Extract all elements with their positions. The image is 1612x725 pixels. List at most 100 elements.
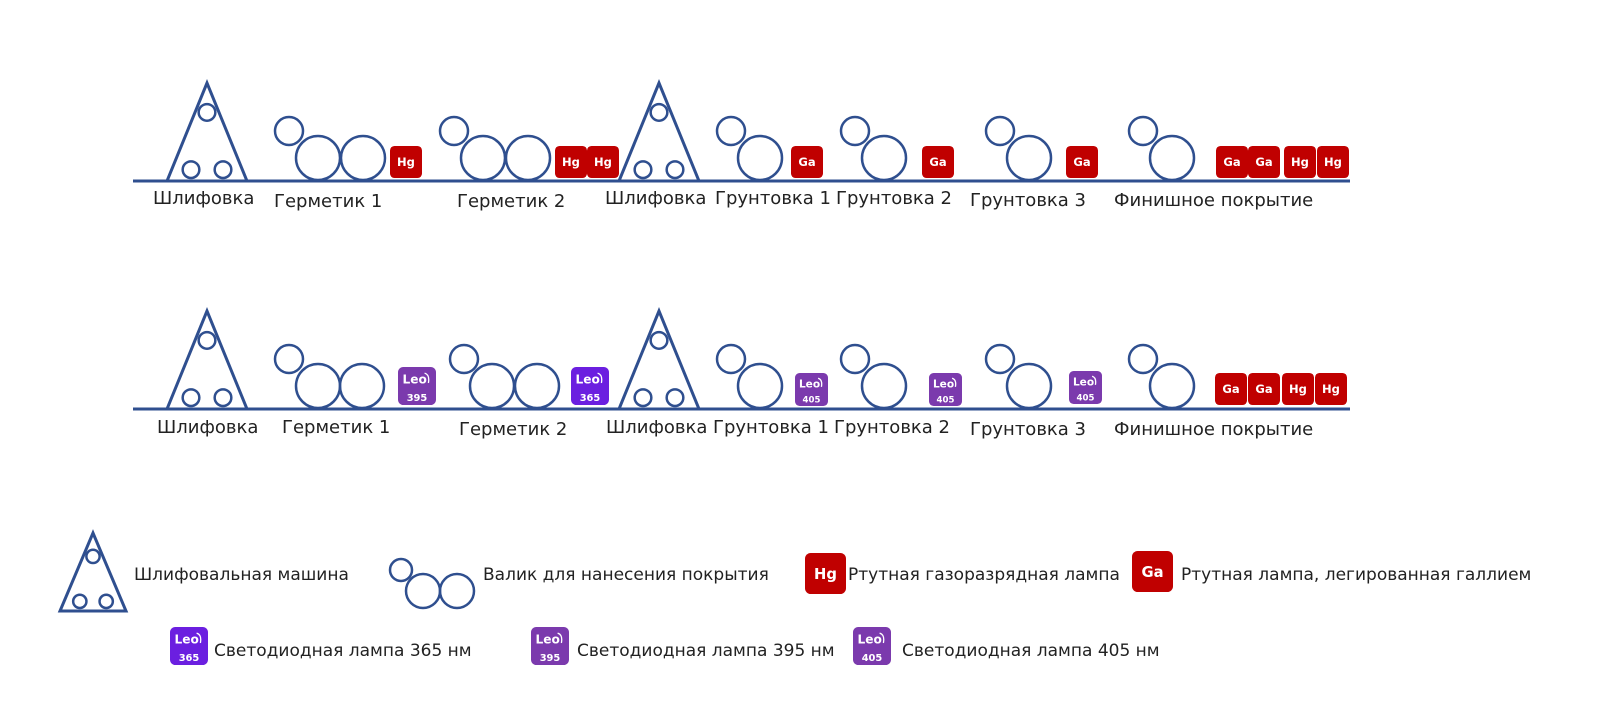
lamp-mark <box>951 377 957 387</box>
lamp-body <box>805 553 846 594</box>
roller-circle <box>468 362 516 410</box>
row1-lamp-ga: Ga <box>1248 146 1280 178</box>
legend-sander-icon <box>57 529 129 613</box>
legend-led365-label: Светодиодная лампа 365 нм <box>214 641 472 661</box>
roller-circle <box>1005 362 1053 410</box>
lamp-mark <box>597 372 603 384</box>
sander-wheel <box>197 330 217 350</box>
roller-circle <box>839 115 871 147</box>
lamp-body <box>1066 146 1098 178</box>
sander-wheel <box>665 160 685 180</box>
lamp-symbol: Ga <box>1223 155 1240 169</box>
lamp-symbol: Hg <box>1291 155 1309 169</box>
row2-label-sanding-1: Шлифовка <box>157 417 259 438</box>
row1-lamp-hg: Hg <box>555 146 587 178</box>
roller-circle <box>404 572 442 610</box>
sander-wheel <box>665 388 685 408</box>
lamp-body <box>791 146 823 178</box>
row1-roller-primer-1 <box>715 115 784 182</box>
roller-circle <box>860 362 908 410</box>
lamp-symbol: Hg <box>594 155 612 169</box>
lamp-wavelength: 405 <box>803 396 821 406</box>
row1-lamp-ga: Ga <box>1066 146 1098 178</box>
row2-label-sealer-2: Герметик 2 <box>459 419 568 440</box>
lamp-body <box>1284 146 1316 178</box>
roller-circle <box>839 343 871 375</box>
lamp-body <box>1069 371 1102 404</box>
lamp-brand: Leo <box>858 633 882 647</box>
roller-circle <box>513 362 561 410</box>
lamp-body <box>555 146 587 178</box>
row2-roller-topcoat <box>1127 343 1196 410</box>
row1-label-primer-1: Грунтовка 1 <box>715 188 832 209</box>
roller-circle <box>715 343 747 375</box>
lamp-symbol: Hg <box>1324 155 1342 169</box>
lamp-wavelength: 365 <box>580 393 601 404</box>
lamp-symbol: Hg <box>1322 382 1340 396</box>
row2-label-primer-3: Грунтовка 3 <box>970 419 1087 440</box>
roller-circle <box>1127 115 1159 147</box>
roller-circle <box>984 343 1016 375</box>
roller-circle <box>339 134 387 182</box>
lamp-mark <box>557 632 563 644</box>
roller-circle <box>504 134 552 182</box>
row1-lamp-ga: Ga <box>791 146 823 178</box>
sander-wheel <box>197 102 217 122</box>
row2-label-sealer-1: Герметик 1 <box>282 417 391 438</box>
legend-sander-label: Шлифовальная машина <box>134 565 349 585</box>
roller-circle <box>1005 134 1053 182</box>
lamp-wavelength: 405 <box>1077 394 1095 404</box>
row2-lamp-hg: Hg <box>1282 373 1314 405</box>
sander-wheel <box>98 593 115 610</box>
legend-roller-label: Валик для нанесения покрытия <box>483 565 769 585</box>
row2-lamp-ga: Ga <box>1248 373 1280 405</box>
row1-roller-primer-3 <box>984 115 1053 182</box>
lamp-wavelength: 405 <box>862 653 883 664</box>
row2-label-primer-1: Грунтовка 1 <box>713 417 830 438</box>
legend-hg-icon: Hg <box>805 553 846 594</box>
row1-roller-topcoat <box>1127 115 1196 182</box>
row1-sander-2 <box>616 79 702 183</box>
legend-led405-icon: Leo 405 <box>853 627 891 665</box>
lamp-mark <box>196 632 202 644</box>
row1-sander-1 <box>164 79 250 183</box>
roller-circle <box>984 115 1016 147</box>
lamp-symbol: Ga <box>1255 155 1272 169</box>
row1-lamp-hg: Hg <box>1284 146 1316 178</box>
row1-label-sanding-1: Шлифовка <box>153 188 255 209</box>
row1-lamp-hg: Hg <box>1317 146 1349 178</box>
row1-label-topcoat: Финишное покрытие <box>1114 190 1314 211</box>
roller-circle <box>1127 343 1159 375</box>
sander-frame <box>616 79 702 183</box>
sander-wheel <box>633 160 653 180</box>
roller-circle <box>448 343 480 375</box>
sander-wheel <box>633 388 653 408</box>
sander-wheel <box>213 388 233 408</box>
lamp-symbol: Ga <box>1073 155 1090 169</box>
lamp-wavelength: 395 <box>540 653 561 664</box>
roller-circle <box>736 134 784 182</box>
row1-lamp-ga: Ga <box>1216 146 1248 178</box>
sander-wheel <box>213 160 233 180</box>
sander-frame <box>164 79 250 183</box>
row2-roller-sealer-2 <box>448 343 561 410</box>
lamp-symbol: Ga <box>1222 382 1239 396</box>
sander-frame <box>164 307 250 411</box>
row1-lamp-hg: Hg <box>587 146 619 178</box>
legend-led405-label: Светодиодная лампа 405 нм <box>902 641 1160 661</box>
lamp-symbol: Hg <box>397 155 415 169</box>
row2-label-topcoat: Финишное покрытие <box>1114 419 1314 440</box>
roller-circle <box>273 343 305 375</box>
row2-label-sanding-2: Шлифовка <box>606 417 708 438</box>
lamp-body <box>1315 373 1347 405</box>
lamp-body <box>170 627 208 665</box>
roller-circle <box>459 134 507 182</box>
row2-label-primer-2: Грунтовка 2 <box>834 417 951 438</box>
legend-roller-icon <box>388 557 476 610</box>
lamp-mark <box>817 377 823 387</box>
